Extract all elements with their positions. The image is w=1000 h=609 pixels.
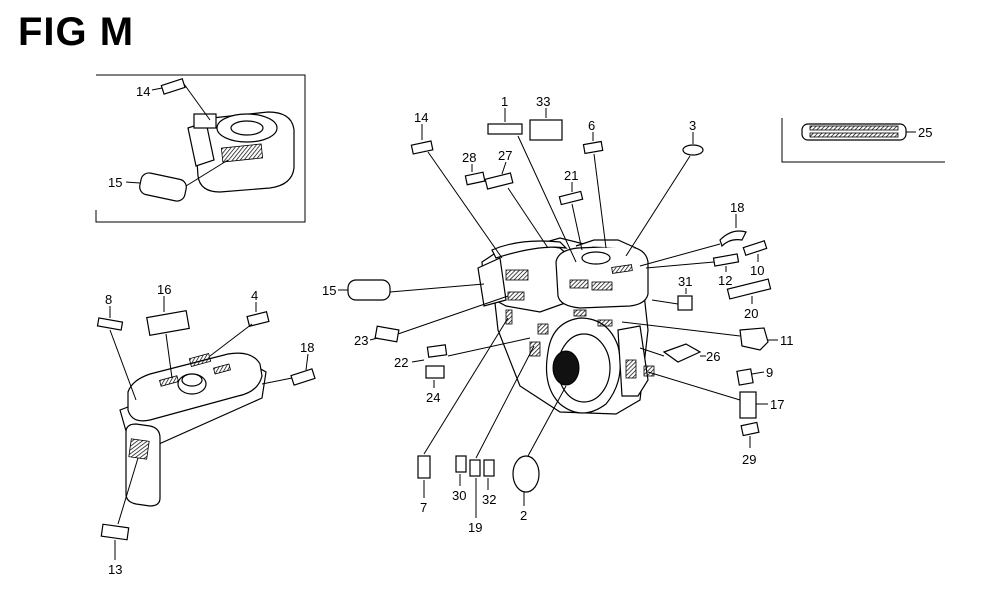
callout-18: 18 (730, 200, 744, 215)
air-cleaner-assembly (187, 111, 295, 193)
callout-14-inset: 14 (136, 84, 150, 99)
decal-12 (712, 253, 740, 267)
decal-22 (426, 344, 448, 358)
decal-33 (529, 119, 563, 141)
decal-30 (455, 455, 467, 473)
callout-15-inset: 15 (108, 175, 122, 190)
decal-20 (726, 278, 772, 300)
decal-18 (719, 230, 747, 248)
callout-8: 8 (105, 292, 112, 307)
callout-30: 30 (452, 488, 466, 503)
decal-14-inset (160, 78, 186, 95)
callout-28: 28 (462, 150, 476, 165)
callout-16: 16 (157, 282, 171, 297)
callout-31: 31 (678, 274, 692, 289)
decal-21 (558, 190, 584, 206)
decal-10 (742, 240, 768, 256)
fuel-tank-assembly (119, 352, 267, 507)
figure-title: FIG M (18, 10, 135, 54)
callout-17: 17 (770, 397, 784, 412)
decal-9 (736, 368, 754, 386)
decal-31 (677, 295, 693, 311)
callout-2: 2 (520, 508, 527, 523)
callout-25: 25 (918, 125, 932, 140)
callout-32: 32 (482, 492, 496, 507)
decal-6 (582, 140, 604, 155)
decal-32 (483, 459, 495, 477)
decal-19 (469, 459, 481, 477)
decal-18-tank (290, 368, 316, 386)
callout-26: 26 (706, 349, 720, 364)
decal-13 (100, 523, 130, 541)
callout-33: 33 (536, 94, 550, 109)
decal-28 (464, 171, 486, 186)
callout-27: 27 (498, 148, 512, 163)
inset-frame-decal25 (781, 118, 945, 163)
decal-3 (682, 144, 704, 156)
decal-15 (347, 279, 391, 301)
callout-3: 3 (689, 118, 696, 133)
callout-14: 14 (414, 110, 428, 125)
decal-15-inset (139, 172, 187, 202)
callout-23: 23 (354, 333, 368, 348)
decal-14 (410, 140, 434, 155)
decal-7 (417, 455, 431, 479)
callout-11: 11 (780, 333, 794, 348)
decal-4 (246, 311, 270, 327)
decal-16 (146, 309, 190, 337)
engine-assembly (477, 237, 655, 415)
callout-15: 15 (322, 283, 336, 298)
decal-1 (487, 123, 523, 135)
decal-23 (374, 325, 400, 343)
decal-29 (740, 421, 760, 437)
callout-labels: 14 15 8 16 4 18 13 14 1 33 6 3 28 27 21 … (105, 84, 932, 577)
callout-21: 21 (564, 168, 578, 183)
decal-11 (739, 327, 769, 351)
callout-6: 6 (588, 118, 595, 133)
callout-12: 12 (718, 273, 732, 288)
decal-26 (662, 343, 702, 363)
decal-2 (512, 455, 540, 493)
callout-22: 22 (394, 355, 408, 370)
callout-29: 29 (742, 452, 756, 467)
callout-19: 19 (468, 520, 482, 535)
callout-4: 4 (251, 288, 258, 303)
callout-18-tank: 18 (300, 340, 314, 355)
decal-17 (739, 391, 757, 419)
callout-10: 10 (750, 263, 764, 278)
inset-frame-aircleaner (95, 74, 306, 223)
callout-20: 20 (744, 306, 758, 321)
callout-9: 9 (766, 365, 773, 380)
decal-24 (425, 365, 445, 379)
callout-1: 1 (501, 94, 508, 109)
decal-8 (96, 317, 124, 331)
callout-13: 13 (108, 562, 122, 577)
callout-24: 24 (426, 390, 440, 405)
callout-7: 7 (420, 500, 427, 515)
decal-27 (484, 172, 514, 190)
